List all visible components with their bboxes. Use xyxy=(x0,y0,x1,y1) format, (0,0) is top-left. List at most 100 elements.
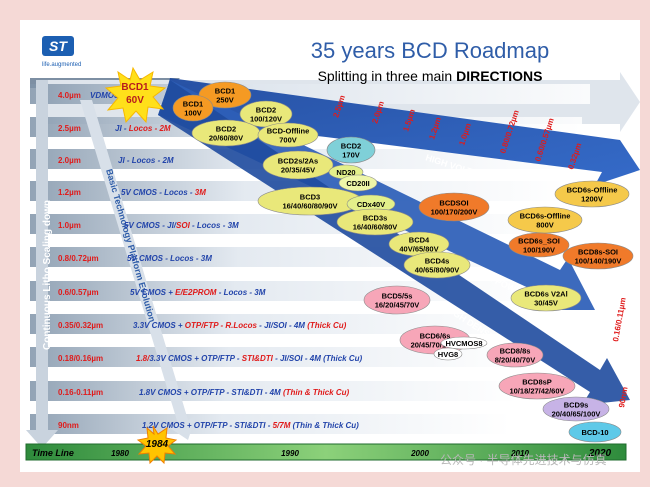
oval-text: 250V xyxy=(216,96,234,105)
oval-shape xyxy=(542,396,610,422)
oval-text: BCD2 xyxy=(256,106,276,115)
node-label: 90nm xyxy=(58,421,79,430)
node-label: 4.0µm xyxy=(58,91,81,100)
oval-shape xyxy=(403,251,471,279)
node-process-text: 5V CMOS - Locos - 3M xyxy=(127,254,212,263)
timeline-year: 1990 xyxy=(281,449,299,458)
watermark-text: 公众号 · 半导体先进技术与仿真 xyxy=(440,453,607,467)
oval-shape xyxy=(262,150,334,180)
oval-text: BCD9s xyxy=(564,401,589,410)
node-text-red: (Thin & Thick Cu) xyxy=(283,388,350,397)
oval-text: 20/40/65/100V xyxy=(552,410,601,419)
oval-bcd8: BCD8/8s8/20/40/70V xyxy=(486,342,544,368)
platform-evolution-arrow xyxy=(80,100,196,440)
oval-shape xyxy=(257,122,319,148)
node-process-text: JI - Locos - 2M xyxy=(118,156,174,165)
oval-text: 800V xyxy=(536,221,554,230)
node-text-red: 3M xyxy=(195,188,206,197)
node-text-red: 5/7M xyxy=(273,421,291,430)
page-subtitle: Splitting in three main DIRECTIONS xyxy=(318,68,543,84)
oval-text: BCD6s-Offline xyxy=(567,186,618,195)
oval-text: 100/170/200V xyxy=(431,208,478,217)
node-text-note: VDMOS xyxy=(90,91,120,100)
oval-text: 8/20/40/70V xyxy=(495,356,535,365)
oval-shape xyxy=(326,136,376,164)
oval-text: BCD6/6s xyxy=(420,332,451,341)
node-text-blue: JI - Locos - 2M xyxy=(118,156,174,165)
node-text-red2: (Thick Cu) xyxy=(307,321,346,330)
oval-shape xyxy=(433,347,463,361)
timeline-label: Time Line xyxy=(32,448,74,458)
oval-text: BCD2 xyxy=(341,142,361,151)
node-text-blue: 5V CMOS - JI/ xyxy=(124,221,177,230)
node-process-text: 1.8V CMOS + OTP/FTP - STI&DTI - 4M (Thin… xyxy=(139,388,350,397)
node-label: 0.18/0.16µm xyxy=(58,354,103,363)
node-process-text: JI - Locos - 2M xyxy=(115,124,171,133)
node-label: 0.35/0.32µm xyxy=(58,321,103,330)
oval-text: BCD2 xyxy=(216,125,236,134)
oval-text: 100/140/190V xyxy=(575,257,622,266)
oval-text: BCD2s/2As xyxy=(278,157,318,166)
oval-shape xyxy=(554,180,630,208)
node-text-tail: - Locos - 3M xyxy=(190,221,239,230)
timeline-year: 2000 xyxy=(410,449,429,458)
logo-mark: ST xyxy=(49,38,68,54)
oval-text: 16/40/60/80/90V xyxy=(282,202,337,211)
node-process-text: 5V CMOS - Locos - 3M xyxy=(121,188,206,197)
oval-text: BCD4s xyxy=(425,257,450,266)
node-label: 1.2µm xyxy=(58,188,81,197)
oval-text: BCD4 xyxy=(409,236,430,245)
oval-text: HVG8 xyxy=(438,350,458,359)
oval-text: BCD8sP xyxy=(522,378,552,387)
timeline-year: 2020 xyxy=(588,448,612,459)
oval-text: CDx40V xyxy=(357,200,385,209)
oval-text: 1200V xyxy=(581,195,603,204)
node-band xyxy=(30,414,510,434)
node-text-blue: 3.3V CMOS + OTP/FTP - xyxy=(149,354,241,363)
node-text-blue: 5V CMOS + xyxy=(130,288,175,297)
node-text-tail: - JI/SOI - 4M (Thick Cu) xyxy=(273,354,363,363)
bcd1-60v-star: BCD1 60V xyxy=(104,66,167,124)
node-text-red3: STI&DTI xyxy=(242,354,274,363)
oval-text: ND20 xyxy=(336,168,355,177)
node-text-red: OTP/FTP - R.Locos xyxy=(185,321,258,330)
header-area xyxy=(20,20,640,78)
oval-shape xyxy=(486,342,544,368)
year-1984-text: 1984 xyxy=(146,439,169,450)
node-band xyxy=(30,381,518,401)
oval-text: 10/18/27/42/60V xyxy=(509,387,564,396)
oval-bcd10: BCD-10 xyxy=(568,421,622,443)
oval-text: 170V xyxy=(342,151,360,160)
node-label: 0.6/0.57µm xyxy=(58,288,99,297)
oval-text: BCD1 xyxy=(183,100,203,109)
oval-text: 100V xyxy=(184,109,202,118)
right-node-label-1: 90nm xyxy=(617,386,629,408)
node-text-blue: 3.3V CMOS + xyxy=(133,321,185,330)
oval-text: BCD6s-Offline xyxy=(520,212,571,221)
node-text-tail: - JI/SOI - 4M xyxy=(257,321,307,330)
litho-scaling-label: Continuous Litho Scaling down xyxy=(42,200,53,350)
oval-text: 16/40/60/80V xyxy=(353,223,398,232)
right-node-label-0: 0.16/0.11µm xyxy=(611,297,628,343)
logo-tagline: life.augmented xyxy=(42,62,81,68)
oval-text: 20/45/70/100V xyxy=(411,341,460,350)
oval-text: BCD6s_SOI xyxy=(518,237,560,246)
node-process-text: VDMOS xyxy=(90,91,120,100)
oval-text: BCD1 xyxy=(215,87,235,96)
litho-scaling-arrow xyxy=(26,80,58,448)
